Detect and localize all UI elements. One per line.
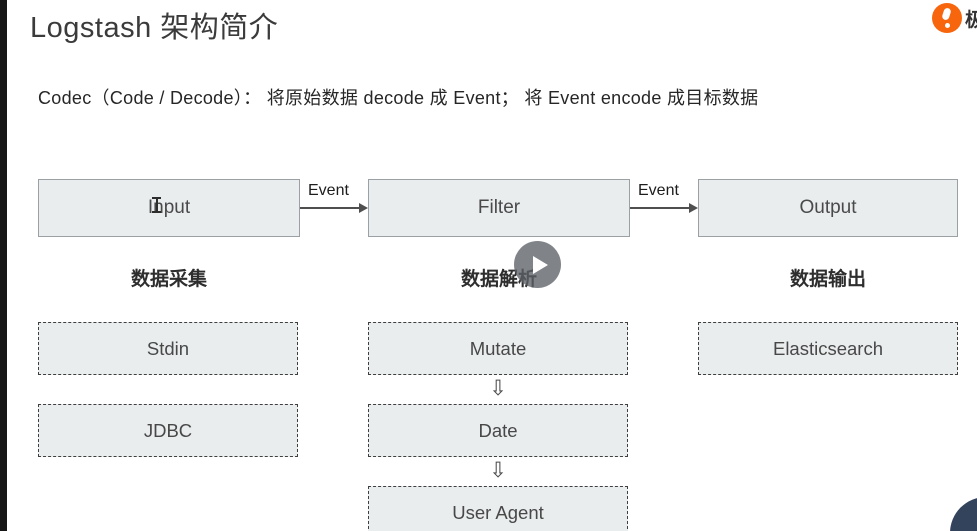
- event-edge-label: Event: [638, 182, 679, 199]
- plugin-box-elasticsearch: Elasticsearch: [698, 322, 958, 375]
- codec-description: Codec（Code / Decode）： 将原始数据 decode 成 Eve…: [38, 88, 759, 108]
- plugin-box-stdin: Stdin: [38, 322, 298, 375]
- stage-box-output: Output: [698, 179, 958, 237]
- plugin-label: JDBC: [143, 419, 193, 441]
- plugin-box-date: Date: [368, 404, 628, 457]
- geektime-logo: 极客: [932, 0, 977, 36]
- event-arrow-icon: [630, 203, 698, 213]
- stage-box-input: Input: [38, 179, 300, 237]
- play-button[interactable]: [514, 241, 561, 288]
- text-cursor-icon: [152, 197, 161, 213]
- plugin-label: Elasticsearch: [772, 337, 883, 359]
- down-arrow-icon: ⇩: [489, 377, 507, 400]
- geektime-logo-icon: [932, 3, 962, 33]
- plugin-label: Date: [478, 419, 518, 441]
- stage-box-filter: Filter: [368, 179, 630, 237]
- plugin-label: Stdin: [146, 337, 190, 359]
- stage-caption-filter: 数据解析: [460, 269, 537, 290]
- down-arrow-icon: ⇩: [489, 459, 507, 482]
- geektime-logo-text: 极客: [965, 9, 977, 31]
- plugin-box-mutate: Mutate: [368, 322, 628, 375]
- page-title: Logstash 架构简介: [30, 12, 279, 44]
- stage-caption-input: 数据采集: [130, 269, 207, 290]
- floating-avatar-button[interactable]: [950, 497, 977, 531]
- plugin-label: User Agent: [452, 501, 544, 523]
- event-edge-label: Event: [308, 182, 349, 199]
- event-arrow-icon: [300, 203, 368, 213]
- letterbox-left: [0, 0, 7, 531]
- plugin-label: Mutate: [469, 337, 527, 359]
- stage-caption-output: 数据输出: [789, 269, 866, 290]
- stage-label-output: Output: [799, 197, 857, 218]
- plugin-box-user-agent: User Agent: [368, 486, 628, 531]
- play-icon: [532, 255, 548, 274]
- plugin-box-jdbc: JDBC: [38, 404, 298, 457]
- stage-label-filter: Filter: [477, 197, 521, 218]
